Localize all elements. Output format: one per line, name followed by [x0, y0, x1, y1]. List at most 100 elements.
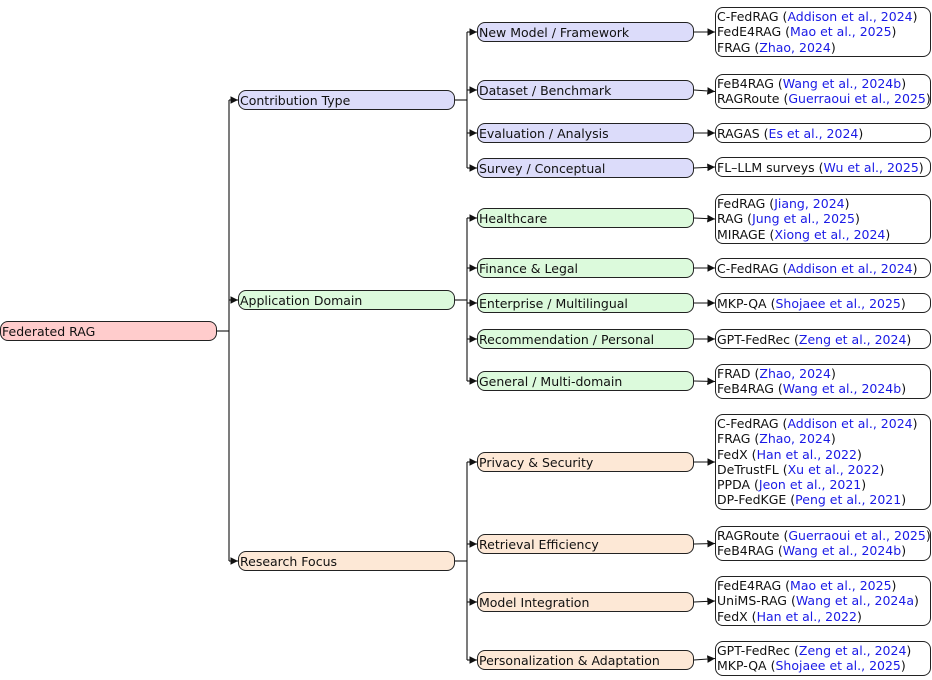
- open-paren: (: [779, 528, 789, 543]
- citation-link[interactable]: Jiang, 2024: [774, 196, 845, 211]
- citation-link[interactable]: Han et al., 2022: [756, 608, 857, 624]
- reference-entry: UniMS-RAG (Wang et al., 2024a): [717, 593, 930, 608]
- citation-link[interactable]: Xiong et al., 2024: [774, 226, 886, 242]
- close-paren: ): [913, 593, 919, 609]
- close-paren: ): [830, 39, 836, 55]
- citation-link[interactable]: Addison et al., 2024: [787, 260, 913, 276]
- reference-box: GPT-FedRec (Zeng et al., 2024)MKP-QA (Sh…: [715, 641, 931, 676]
- open-paren: (: [750, 366, 760, 381]
- citation-link[interactable]: Zeng et al., 2024: [798, 643, 907, 658]
- close-paren: ): [901, 492, 907, 508]
- citation-link[interactable]: Mao et al., 2025: [790, 24, 892, 40]
- citation-link[interactable]: Zhao, 2024: [759, 431, 831, 447]
- method-name: RAGAS: [717, 125, 760, 141]
- method-name: DeTrustFL: [717, 461, 779, 477]
- category-label: Research Focus: [240, 553, 338, 569]
- reference-entry: FeB4RAG (Wang et al., 2024b): [717, 381, 930, 396]
- method-name: RAG: [717, 211, 744, 227]
- reference-entry: DeTrustFL (Xu et al., 2022): [717, 462, 930, 477]
- method-name: C-FedRAG: [717, 416, 779, 431]
- close-paren: ): [891, 24, 897, 40]
- citation-link[interactable]: Zhao, 2024: [759, 366, 831, 381]
- subcategory-label: Model Integration: [479, 594, 590, 610]
- citation-link[interactable]: Addison et al., 2024: [787, 9, 913, 24]
- citation-link[interactable]: Zhao, 2024: [759, 39, 831, 55]
- open-paren: (: [743, 211, 753, 227]
- citation-link[interactable]: Wang et al., 2024b: [782, 543, 902, 559]
- reference-entry: FedE4RAG (Mao et al., 2025): [717, 24, 930, 39]
- citation-link[interactable]: Wang et al., 2024b: [782, 76, 902, 91]
- citation-link[interactable]: Wang et al., 2024a: [795, 593, 914, 609]
- reference-box: GPT-FedRec (Zeng et al., 2024): [715, 329, 931, 349]
- citation-link[interactable]: Han et al., 2022: [756, 446, 857, 462]
- method-name: FedE4RAG: [717, 24, 782, 40]
- open-paren: (: [773, 76, 783, 91]
- method-name: FeB4RAG: [717, 76, 774, 91]
- open-paren: (: [781, 24, 791, 40]
- reference-entry: FRAG (Zhao, 2024): [717, 431, 930, 446]
- subcategory-personalization-adaptation: Personalization & Adaptation: [477, 650, 694, 670]
- citation-link[interactable]: Shojaee et al., 2025: [775, 295, 901, 311]
- reference-box: FL–LLM surveys (Wu et al., 2025): [715, 157, 931, 177]
- close-paren: ): [830, 366, 836, 381]
- close-paren: ): [879, 461, 885, 477]
- subcategory-enterprise-multilingual: Enterprise / Multilingual: [477, 293, 694, 313]
- close-paren: ): [830, 431, 836, 447]
- citation-link[interactable]: Guerraoui et al., 2025: [788, 528, 926, 543]
- subcategory-recommendation-personal: Recommendation / Personal: [477, 329, 694, 349]
- open-paren: (: [765, 226, 775, 242]
- reference-entry: GPT-FedRec (Zeng et al., 2024): [717, 643, 930, 658]
- close-paren: ): [906, 331, 912, 347]
- citation-link[interactable]: Addison et al., 2024: [787, 416, 913, 431]
- close-paren: ): [856, 446, 862, 462]
- method-name: FedRAG: [717, 196, 766, 211]
- subcategory-label: Personalization & Adaptation: [479, 652, 660, 668]
- reference-entry: DP-FedKGE (Peng et al., 2021): [717, 492, 930, 507]
- subcategory-healthcare: Healthcare: [477, 208, 694, 228]
- reference-entry: RAG (Jung et al., 2025): [717, 211, 930, 226]
- citation-link[interactable]: Wang et al., 2024b: [782, 381, 902, 397]
- method-name: MKP-QA: [717, 658, 767, 674]
- reference-entry: C-FedRAG (Addison et al., 2024): [717, 9, 930, 24]
- method-name: GPT-FedRec: [717, 331, 791, 347]
- subcategory-model-integration: Model Integration: [477, 592, 694, 612]
- subcategory-label: Healthcare: [479, 210, 548, 226]
- citation-link[interactable]: Peng et al., 2021: [795, 492, 902, 508]
- subcategory-new-model-framework: New Model / Framework: [477, 22, 694, 42]
- method-name: DP-FedKGE: [717, 492, 787, 508]
- open-paren: (: [814, 159, 824, 175]
- citation-link[interactable]: Shojaee et al., 2025: [775, 658, 901, 674]
- subcategory-survey-conceptual: Survey / Conceptual: [477, 158, 694, 178]
- citation-link[interactable]: Es et al., 2024: [768, 125, 859, 141]
- reference-box: C-FedRAG (Addison et al., 2024)FRAG (Zha…: [715, 414, 931, 510]
- open-paren: (: [773, 543, 783, 559]
- open-paren: (: [747, 446, 757, 462]
- open-paren: (: [790, 331, 799, 347]
- citation-link[interactable]: Guerraoui et al., 2025: [788, 91, 926, 107]
- close-paren: ): [891, 578, 897, 593]
- method-name: FRAG: [717, 431, 751, 447]
- method-name: FL–LLM surveys: [717, 159, 815, 175]
- subcategory-label: Evaluation / Analysis: [479, 125, 609, 141]
- citation-link[interactable]: Zeng et al., 2024: [798, 331, 907, 347]
- close-paren: ): [861, 477, 867, 493]
- reference-entry: FedX (Han et al., 2022): [717, 447, 930, 462]
- method-name: MKP-QA: [717, 295, 767, 311]
- reference-entry: RAGRoute (Guerraoui et al., 2025): [717, 528, 930, 543]
- citation-link[interactable]: Jeon et al., 2021: [758, 477, 862, 493]
- open-paren: (: [747, 608, 757, 624]
- reference-entry: GPT-FedRec (Zeng et al., 2024): [717, 332, 911, 347]
- citation-link[interactable]: Jung et al., 2025: [752, 211, 855, 227]
- reference-box: RAGAS (Es et al., 2024): [715, 123, 931, 143]
- close-paren: ): [858, 125, 864, 141]
- subcategory-evaluation-analysis: Evaluation / Analysis: [477, 123, 694, 143]
- subcategory-label: Enterprise / Multilingual: [479, 295, 628, 311]
- citation-link[interactable]: Mao et al., 2025: [790, 578, 892, 593]
- citation-link[interactable]: Wu et al., 2025: [823, 159, 919, 175]
- open-paren: (: [779, 91, 789, 107]
- close-paren: ): [856, 608, 862, 624]
- citation-link[interactable]: Xu et al., 2022: [787, 461, 880, 477]
- subcategory-label: Finance & Legal: [479, 260, 579, 276]
- root-node: Federated RAG: [0, 321, 217, 341]
